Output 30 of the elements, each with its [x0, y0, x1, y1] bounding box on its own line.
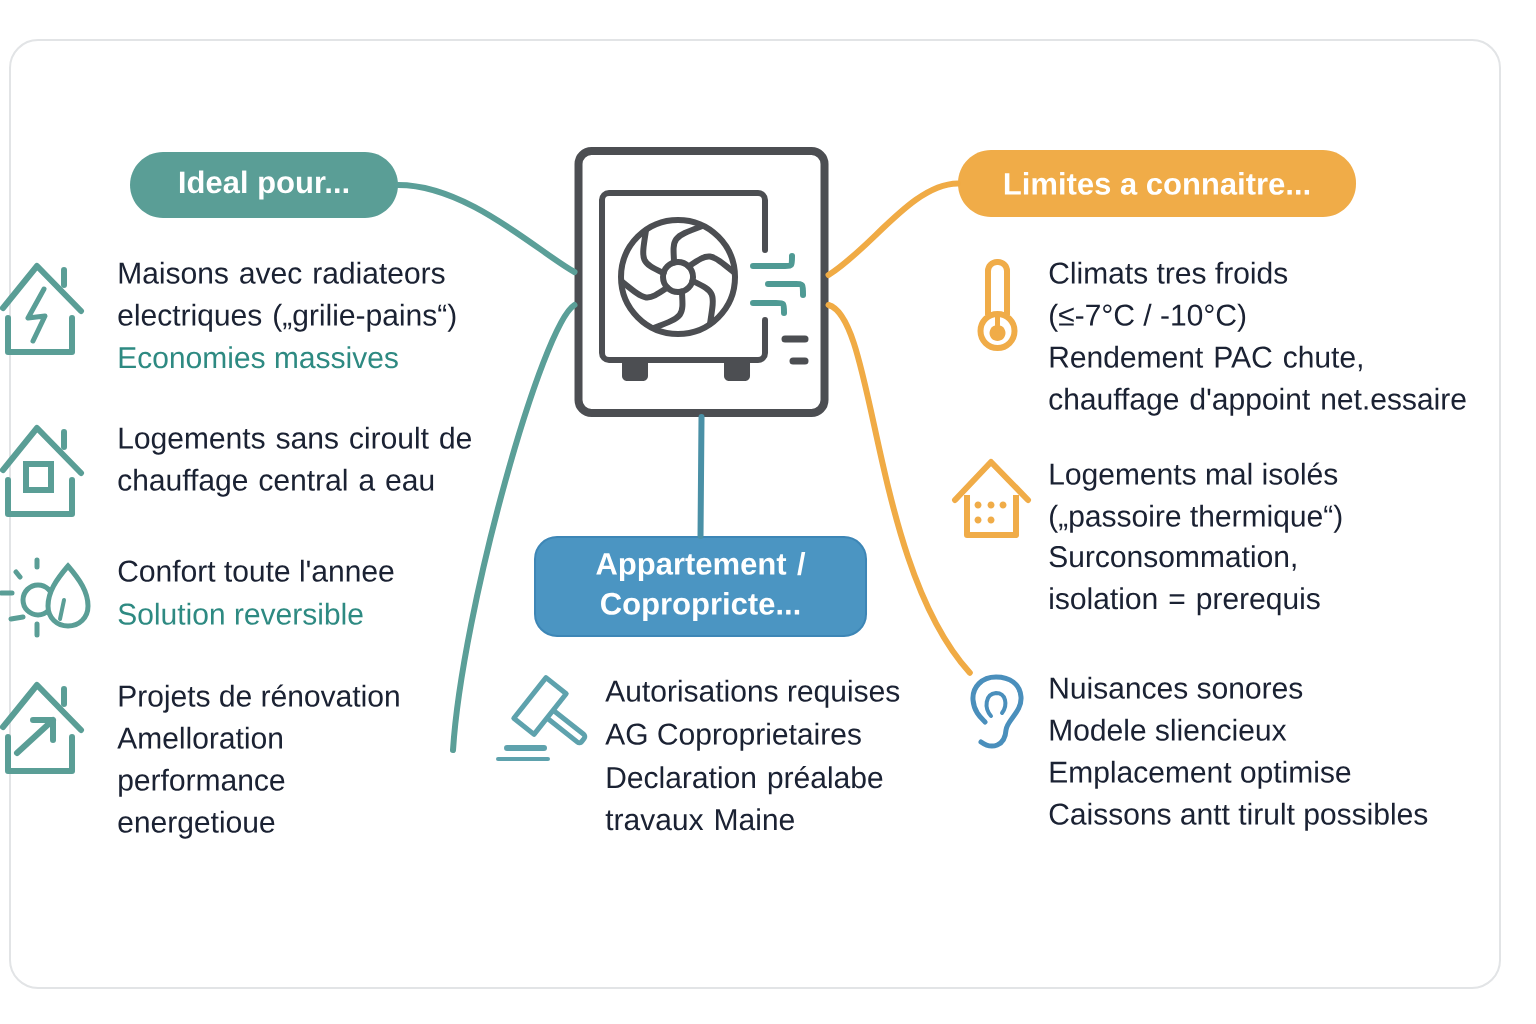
item-text: AG Coproprietaires	[605, 722, 861, 751]
heat-pump-icon	[574, 147, 829, 417]
item-text: Declaration préalabe travaux Maine	[605, 765, 883, 831]
item-text: Modele sliencieux	[1050, 718, 1287, 741]
highlight-text: Economies massives	[119, 346, 398, 369]
item-text: Climats tres froids	[1049, 261, 1288, 284]
heading-pill: Limites a connaitre...	[958, 150, 1356, 217]
heading-pill: Ideal pour...	[130, 152, 398, 218]
item-text: (≤-7°C / -10°C)	[1050, 303, 1246, 332]
item-text: Confort toute l'annee	[118, 559, 394, 582]
connector-line	[825, 302, 973, 676]
item-text: Surconsommation, isolation = prerequis	[1049, 545, 1320, 616]
item-text: („passoire thermique“)	[1050, 504, 1342, 533]
ear-icon	[970, 674, 1024, 749]
connector-line	[825, 180, 961, 278]
item-text: Projets de rénovation	[119, 684, 399, 713]
item-text: Rendement PAC chute, chauffage d'appoint net.essaire	[1049, 345, 1466, 416]
item-text: Caissons antt tirult possibles	[1049, 802, 1428, 831]
heading-box: Appartement / Copropricte...	[534, 536, 867, 637]
item-text: Logements mal isolés	[1050, 462, 1338, 491]
highlight-text: Solution reversible	[118, 602, 363, 625]
item-text: Maisons avec radiateors electriques („grilie-pains“)	[118, 261, 456, 332]
connector-line	[395, 182, 578, 275]
item-text: Nuisances sonores	[1050, 676, 1303, 699]
item-text: Logements sans ciroult de chauffage central a eau	[118, 426, 471, 497]
item-text: Autorisations requises	[605, 679, 900, 708]
item-text: Amelloration performance energetioue	[117, 726, 285, 839]
item-text: Emplacement optimise	[1050, 760, 1351, 789]
connector-line	[450, 302, 578, 753]
connector-line	[697, 414, 705, 539]
